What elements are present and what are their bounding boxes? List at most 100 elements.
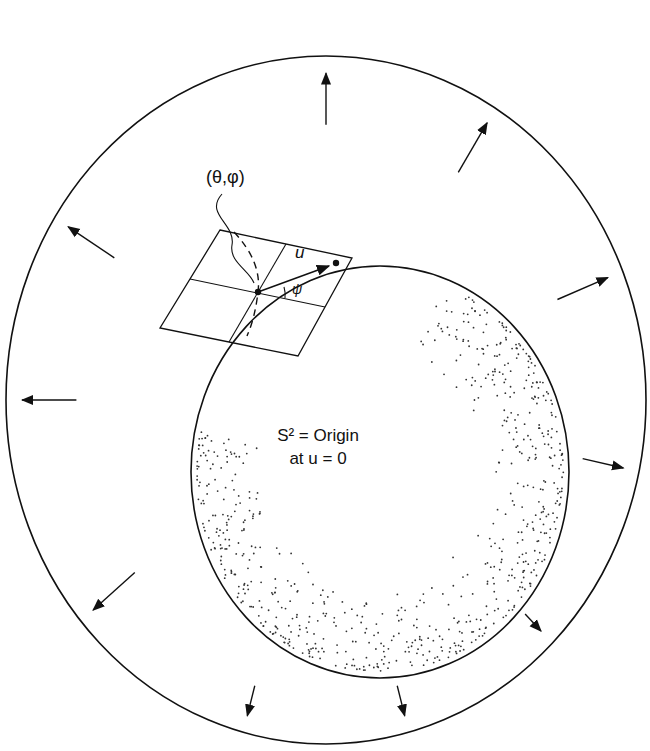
stipple-dot [527,523,529,525]
stipple-dot [228,519,230,521]
stipple-dot [524,588,526,590]
stipple-dot [396,593,398,595]
stipple-dot [534,458,536,460]
stipple-dot [208,520,210,522]
stipple-dot [539,552,541,554]
stipple-dot [309,616,311,618]
stipple-dot [468,321,470,323]
stipple-dot [525,560,527,562]
stipple-dot [494,610,496,612]
stipple-dot [321,648,323,650]
stipple-dot [432,640,434,642]
stipple-dot [536,382,538,384]
stipple-dot [437,325,439,327]
stipple-dot [561,476,563,478]
stipple-dot [476,348,478,350]
stipple-dot [240,602,242,604]
stipple-dot [369,664,371,666]
stipple-dot [543,395,545,397]
stipple-dot [446,310,448,312]
stipple-dot [529,356,531,358]
stipple-dot [549,542,551,544]
stipple-dot [483,331,485,333]
stipple-dot [472,377,474,379]
stipple-dot [223,442,225,444]
stipple-dot [557,488,559,490]
stipple-dot [196,465,198,467]
stipple-dot [299,629,301,631]
stipple-dot [538,387,540,389]
stipple-dot [543,524,545,526]
stipple-dot [559,449,561,451]
stipple-dot [249,606,251,608]
stipple-dot [296,591,298,593]
stipple-dot [299,625,301,627]
stipple-dot [504,364,506,366]
stipple-dot [558,504,560,506]
stipple-dot [243,588,245,590]
stipple-dot [404,651,406,653]
stipple-dot [356,615,358,617]
stipple-dot [503,326,505,328]
stipple-dot [528,374,530,376]
stipple-dot [376,663,378,665]
stipple-dot [507,417,509,419]
stipple-dot [532,521,534,523]
stipple-dot [523,561,525,563]
stipple-dot [533,569,535,571]
stipple-dot [284,642,286,644]
stipple-dot [459,631,461,633]
stipple-dot [487,583,489,585]
stipple-dot [434,339,436,341]
stipple-dot [489,538,491,540]
stipple-dot [501,559,503,561]
stipple-dot [439,659,441,661]
stipple-dot [296,616,298,618]
stipple-dot [230,569,232,571]
stipple-dot [455,645,457,647]
stipple-dot [433,662,435,664]
stipple-dot [474,310,476,312]
stipple-dot [375,623,377,625]
stipple-dot [417,648,419,650]
stipple-dot [230,516,232,518]
stipple-dot [441,650,443,652]
stipple-dot [220,467,222,469]
stipple-dot [458,620,460,622]
stipple-dot [452,585,454,587]
stipple-dot [474,310,476,312]
stipple-dot [361,616,363,618]
stipple-dot [344,612,346,614]
stipple-dot [421,644,423,646]
stipple-dot [422,654,424,656]
stipple-dot [225,487,227,489]
stipple-dot [523,577,525,579]
stipple-dot [474,399,476,401]
stipple-dot [443,373,445,375]
stipple-dot [496,395,498,397]
angle-label: ψ [292,282,302,297]
stipple-dot [471,641,473,643]
stipple-dot [323,603,325,605]
stipple-dot [259,511,261,513]
stipple-dot [237,596,239,598]
stipple-dot [364,605,366,607]
stipple-dot [509,331,511,333]
stipple-dot [200,503,202,505]
stipple-dot [492,371,494,373]
stipple-dot [383,663,385,665]
stipple-dot [351,608,353,610]
stipple-dot [388,662,390,664]
stipple-dot [555,528,557,530]
stipple-dot [502,449,504,451]
stipple-dot [411,642,413,644]
stipple-dot [280,635,282,637]
stipple-dot [560,464,562,466]
stipple-dot [198,466,200,468]
stipple-dot [431,587,433,589]
stipple-dot [249,510,251,512]
stipple-dot [366,603,368,605]
stipple-dot [525,353,527,355]
stipple-dot [220,556,222,558]
stipple-dot [222,532,224,534]
